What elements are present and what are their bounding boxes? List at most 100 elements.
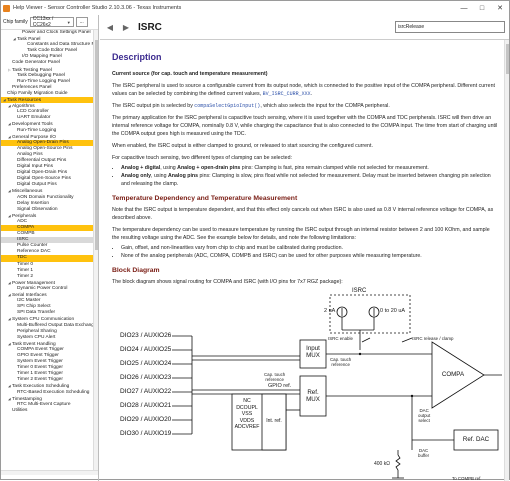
description-heading: Description bbox=[112, 52, 162, 62]
tree-item[interactable]: SPI Chip Select bbox=[1, 304, 98, 310]
tree-horizontal-scrollbar[interactable] bbox=[1, 470, 98, 475]
expand-toggle-icon[interactable]: ◢ bbox=[8, 189, 11, 194]
tree-item[interactable]: SPI Data Transfer bbox=[1, 310, 98, 316]
tree-item[interactable]: Constants and Data Structure Pa... bbox=[1, 42, 98, 48]
tree-item[interactable]: Dynamic Power Control bbox=[1, 286, 98, 292]
expand-toggle-icon[interactable]: ◢ bbox=[8, 134, 11, 139]
tree-item[interactable]: Chip Family Migration Guide bbox=[1, 91, 98, 97]
forward-button[interactable]: ▶ bbox=[122, 22, 130, 32]
tree-item[interactable]: Digital Output Pins bbox=[1, 182, 98, 188]
tree-item[interactable]: Peripheral Sharing bbox=[1, 329, 98, 335]
tree-item[interactable]: ◢General Purpose I/O bbox=[1, 134, 98, 140]
tree-item[interactable]: ◢Peripherals bbox=[1, 213, 98, 219]
tree-item-label: Peripherals bbox=[12, 213, 37, 219]
tree-item[interactable]: GPIO Event Trigger bbox=[1, 353, 98, 359]
tree-item-label: Serial Interfaces bbox=[12, 293, 47, 299]
tree-item[interactable]: Multi-Buffered Output Data Exchange bbox=[1, 323, 98, 329]
tree-item[interactable]: ADC bbox=[1, 219, 98, 225]
tree-item[interactable]: Analog Open-Source Pins bbox=[1, 146, 98, 152]
tree-item[interactable]: Digital Open-Drain Pins bbox=[1, 170, 98, 176]
expand-toggle-icon[interactable]: ◢ bbox=[8, 396, 11, 401]
tree-item[interactable]: TDC bbox=[1, 255, 98, 262]
tree-item[interactable]: ◢Development Tools bbox=[1, 121, 98, 127]
tree-item[interactable]: UART Emulator bbox=[1, 115, 98, 121]
tree-item-label: Timer 2 Event Trigger bbox=[17, 377, 63, 383]
tree-item[interactable]: Analog Open-Drain Pins bbox=[1, 139, 98, 146]
tree-item[interactable]: I2C Master bbox=[1, 298, 98, 304]
tree-item[interactable]: Pulse Counter bbox=[1, 243, 98, 249]
tree-item[interactable]: Timer 1 bbox=[1, 268, 98, 274]
tree-item[interactable]: AON Domain Functionality bbox=[1, 195, 98, 201]
expand-toggle-icon[interactable]: ◢ bbox=[8, 341, 11, 346]
tree-item[interactable]: Timer 2 Event Trigger bbox=[1, 377, 98, 383]
tree-item[interactable]: Timer 0 bbox=[1, 262, 98, 268]
tree-item[interactable]: COMPB bbox=[1, 231, 98, 237]
tree-item[interactable]: System CPU Alert bbox=[1, 335, 98, 341]
tree-item[interactable]: ISRC bbox=[1, 237, 98, 244]
scrollbar-thumb[interactable] bbox=[95, 40, 98, 250]
tree-item[interactable]: RTC Multi-Event Capture bbox=[1, 402, 98, 408]
tree-item[interactable]: Run-Time Logging Panel bbox=[1, 79, 98, 85]
expand-toggle-icon[interactable]: ◢ bbox=[8, 317, 11, 322]
expand-toggle-icon[interactable]: ◢ bbox=[8, 384, 11, 389]
maximize-button[interactable]: □ bbox=[479, 4, 485, 12]
tree-item[interactable]: Task Code Editor Panel bbox=[1, 48, 98, 54]
search-input[interactable]: isrcRelease bbox=[395, 21, 505, 33]
tree-vertical-scrollbar[interactable] bbox=[93, 30, 98, 475]
tree-item[interactable]: Task Debugging Panel bbox=[1, 73, 98, 79]
tree-item[interactable]: ◢Algorithms bbox=[1, 103, 98, 109]
chip-family-more-button[interactable]: ... bbox=[75, 17, 88, 27]
content-vertical-scrollbar[interactable] bbox=[504, 40, 509, 481]
tree-item[interactable]: Run-Time Logging bbox=[1, 128, 98, 134]
tree-item[interactable]: ◢System CPU Communication bbox=[1, 316, 98, 322]
chip-family-select[interactable]: CC13xx / CC26x2 ▼ bbox=[29, 16, 74, 28]
tree-item-label: LCD Controller bbox=[17, 109, 49, 115]
tree-item[interactable]: Utilities bbox=[1, 408, 98, 414]
tree-item[interactable]: Timer 2 bbox=[1, 274, 98, 280]
tree-item[interactable]: ◢Serial Interfaces bbox=[1, 292, 98, 298]
expand-toggle-icon[interactable]: ◢ bbox=[8, 293, 11, 298]
tree-item[interactable]: Analog Pins bbox=[1, 152, 98, 158]
tree-item[interactable]: Differential Output Pins bbox=[1, 158, 98, 164]
tree-item[interactable]: Power and Clock Settings Panel bbox=[1, 30, 98, 36]
code-ref[interactable]: BV_ISRC_CURR_XXX bbox=[262, 91, 311, 97]
tree-item[interactable]: ◢Task Event Handling bbox=[1, 341, 98, 347]
tree-item[interactable]: System Event Trigger bbox=[1, 359, 98, 365]
tree-item[interactable]: Timer 0 Event Trigger bbox=[1, 365, 98, 371]
tree-item[interactable]: ◢Task Execution Scheduling bbox=[1, 383, 98, 389]
scrollbar-thumb[interactable] bbox=[506, 44, 509, 74]
tree-item[interactable]: LCD Controller bbox=[1, 109, 98, 115]
expand-toggle-icon[interactable]: ◢ bbox=[13, 37, 16, 42]
tree-item[interactable]: COMPA bbox=[1, 225, 98, 232]
back-button[interactable]: ◀ bbox=[106, 22, 114, 32]
tree-item[interactable]: RTC-Based Execution Scheduling bbox=[1, 390, 98, 396]
chip-family-value: CC13xx / CC26x2 bbox=[32, 16, 54, 28]
tree-item[interactable]: I/O Mapping Panel bbox=[1, 54, 98, 60]
tree-item-label: Analog Pins bbox=[17, 151, 43, 157]
close-button[interactable]: ✕ bbox=[497, 5, 503, 12]
tree-item[interactable]: ▷Task Testing Panel bbox=[1, 67, 98, 73]
expand-toggle-icon[interactable]: ◢ bbox=[8, 122, 11, 127]
tree-item[interactable]: ◢Task Panel bbox=[1, 36, 98, 42]
tree-item[interactable]: Reference DAC bbox=[1, 249, 98, 255]
tree-item[interactable]: ◢Power Management bbox=[1, 280, 98, 286]
tree-item[interactable]: Timer 1 Event Trigger bbox=[1, 371, 98, 377]
tree-item[interactable]: ◢Miscellaneous bbox=[1, 188, 98, 194]
tree-item[interactable]: Signal Observation bbox=[1, 207, 98, 213]
tree-item[interactable]: Preferences Panel bbox=[1, 85, 98, 91]
tree-item[interactable]: ◢Timestamping bbox=[1, 396, 98, 402]
expand-toggle-icon[interactable]: ◢ bbox=[8, 280, 11, 285]
expand-toggle-icon[interactable]: ◢ bbox=[8, 213, 11, 218]
expand-toggle-icon[interactable]: ◢ bbox=[8, 104, 11, 109]
minimize-button[interactable]: — bbox=[460, 4, 468, 12]
paragraph: The ISRC output pin is selected by compa… bbox=[112, 103, 390, 109]
tree-item[interactable]: Digital Open-Source Pins bbox=[1, 176, 98, 182]
tree-item[interactable]: Delay Insertion bbox=[1, 201, 98, 207]
tree-item[interactable]: Code Generator Panel bbox=[1, 60, 98, 66]
expand-toggle-icon[interactable]: ▷ bbox=[8, 67, 11, 72]
expand-toggle-icon[interactable]: ◢ bbox=[3, 98, 6, 103]
tree-item[interactable]: COMPA Event Trigger bbox=[1, 347, 98, 353]
code-ref[interactable]: compaSelectGpioInput() bbox=[194, 103, 261, 109]
tree-item[interactable]: ◢Task Resources bbox=[1, 97, 98, 104]
tree-item[interactable]: Digital Input Pins bbox=[1, 164, 98, 170]
